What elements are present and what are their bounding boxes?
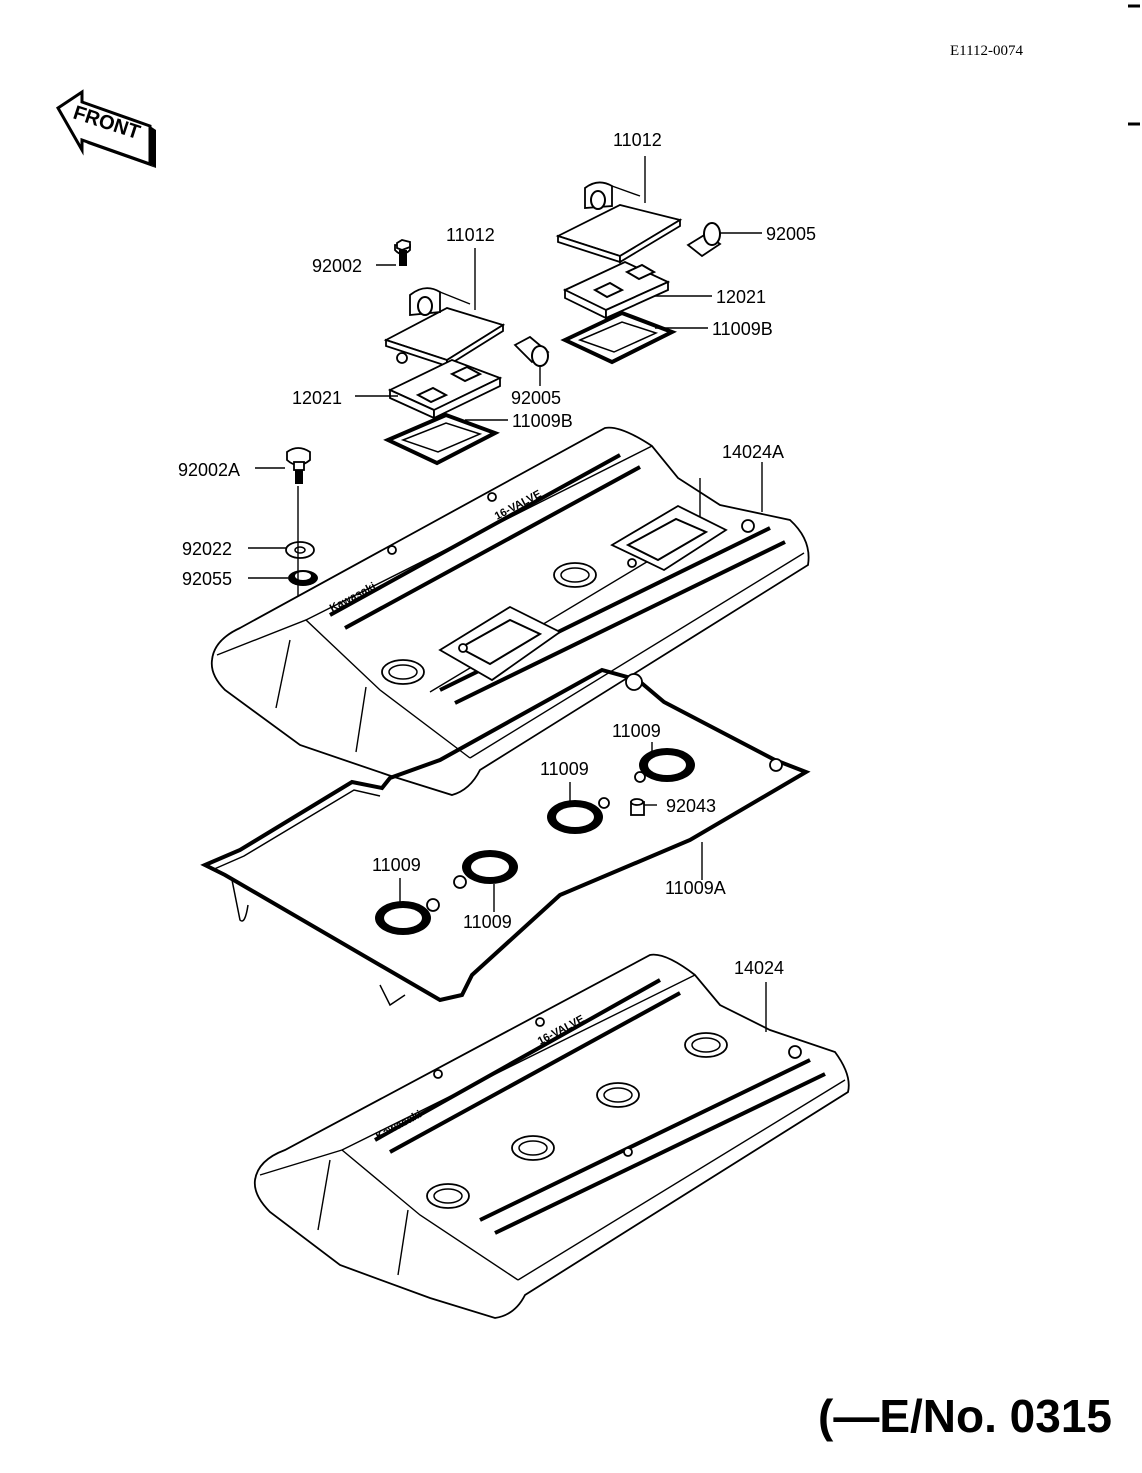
- seal-11009-c: [375, 898, 440, 935]
- label-11009b-left: 11009B: [512, 411, 573, 431]
- seal-11009-a: [634, 748, 695, 783]
- footer-serial-range: (—E/No. 0315: [818, 1390, 1112, 1442]
- gasket-11009a: [200, 667, 811, 1007]
- label-14024a: 14024A: [722, 442, 784, 462]
- bolt-92002: [394, 239, 411, 266]
- leader-lines: [248, 156, 767, 1032]
- cylinder-head-cover-14024: Kawasaki 16-VALVE: [253, 953, 850, 1319]
- plug-92043: [630, 798, 645, 816]
- gasket-11009b-right: [560, 310, 677, 365]
- label-92002: 92002: [312, 256, 362, 276]
- part-labels: 11012 92005 12021 11009B 11012 92002 920…: [178, 130, 816, 978]
- bolt-92002a: [286, 447, 311, 484]
- label-92005-left: 92005: [511, 388, 561, 408]
- front-arrow-icon: FRONT: [56, 89, 156, 168]
- label-92005-right: 92005: [766, 224, 816, 244]
- reed-valve-plate-left: [387, 359, 503, 420]
- label-12021-left: 12021: [292, 388, 342, 408]
- gasket-11009b-left: [383, 412, 500, 466]
- dowel-92005-left: [513, 335, 550, 367]
- grommet-92055: [288, 570, 318, 586]
- cylinder-head-cover-14024a: Kawasaki 16-VALVE: [210, 426, 810, 796]
- diagram-code: E1112-0074: [950, 43, 1024, 59]
- label-11009-d: 11009: [463, 912, 512, 932]
- breather-cover-right: [555, 181, 683, 264]
- label-14024: 14024: [734, 958, 784, 978]
- dowel-92005-right: [686, 222, 722, 258]
- label-92043: 92043: [666, 796, 716, 816]
- label-11012-right: 11012: [613, 130, 662, 150]
- washer-92022: [285, 541, 315, 559]
- label-12021-right: 12021: [716, 287, 766, 307]
- label-11012-left: 11012: [446, 225, 495, 245]
- label-11009-b: 11009: [540, 759, 589, 779]
- label-11009b-right: 11009B: [712, 319, 773, 339]
- label-92002a: 92002A: [178, 460, 240, 480]
- reed-valve-plate-right: [562, 261, 671, 320]
- breather-cover-left: [383, 287, 506, 368]
- seal-11009-b: [547, 797, 610, 834]
- label-92055: 92055: [182, 569, 232, 589]
- label-11009-a: 11009: [612, 721, 661, 741]
- label-11009a: 11009A: [665, 878, 726, 898]
- seal-11009-d: [453, 850, 518, 889]
- label-11009-c: 11009: [372, 855, 421, 875]
- label-92022: 92022: [182, 539, 232, 559]
